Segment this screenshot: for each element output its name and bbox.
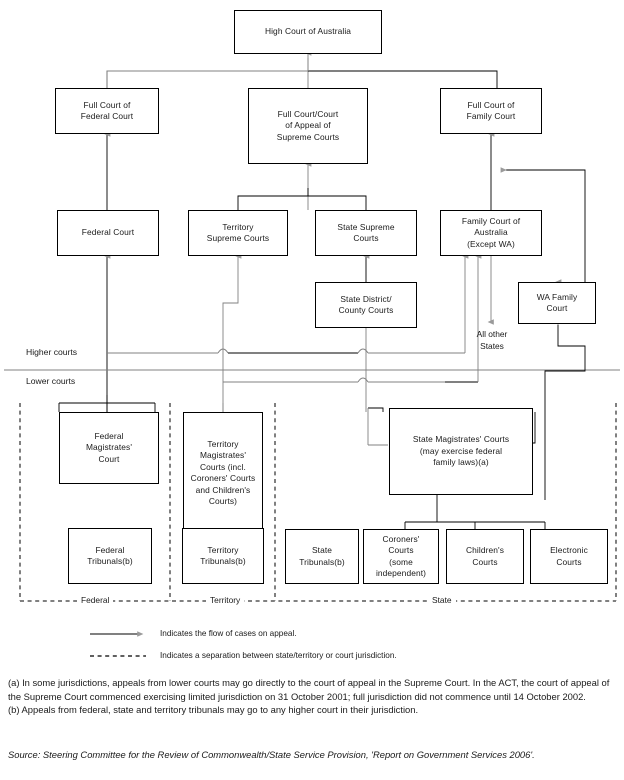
legend-flow-text: Indicates the flow of cases on appeal. [160,629,297,638]
footnotes: (a) In some jurisdictions, appeals from … [8,676,620,717]
jurisdiction-territory-text: Territory [210,595,241,605]
hop-higher-state [357,348,369,354]
box-label: State Tribunals(b) [299,545,345,567]
arrow-territorymag-to-territorysupreme [222,253,242,412]
box-federal-magistrates-court[interactable]: Federal Magistrates' Court [59,412,159,484]
footnote-a: (a) In some jurisdictions, appeals from … [8,677,610,702]
box-childrens-courts[interactable]: Children's Courts [446,529,524,584]
box-state-district-county-courts[interactable]: State District/ County Courts [315,282,417,328]
box-full-court-family[interactable]: Full Court of Family Court [440,88,542,134]
box-territory-supreme-courts[interactable]: Territory Supreme Courts [188,210,288,256]
jurisdiction-label-federal: Federal [77,595,114,605]
box-label: Federal Magistrates' Court [85,430,133,464]
box-electronic-courts[interactable]: Electronic Courts [530,529,608,584]
jurisdiction-label-territory: Territory [206,595,245,605]
box-federal-court[interactable]: Federal Court [57,210,159,256]
all-other-states-line1: All other [476,329,508,339]
box-label: Federal Tribunals(b) [87,544,133,567]
box-label: Federal Court [81,227,135,238]
source-note: Source: Steering Committee for the Revie… [8,748,620,762]
legend-item-separator: Indicates a separation between state/ter… [160,651,397,660]
jurisdiction-label-state: State [428,595,456,605]
box-label: Territory Magistrates' Courts (incl. Cor… [190,438,256,507]
footnote-b: (b) Appeals from federal, state and terr… [8,704,419,716]
jurisdiction-state-text: State [432,595,452,605]
box-territory-magistrates-courts[interactable]: Territory Magistrates' Courts (incl. Cor… [183,412,263,534]
lower-courts-text: Lower courts [26,376,76,386]
jurisdiction-federal-text: Federal [81,595,110,605]
box-label: High Court of Australia [264,26,352,37]
box-label: Territory Tribunals(b) [200,544,246,567]
box-label: Coroners' Courts (some independent) [375,533,427,579]
box-coroners-courts[interactable]: Coroners' Courts (some independent) [363,529,439,584]
box-wa-family-court[interactable]: WA Family Court [518,282,596,324]
box-label: Electronic Courts [550,545,588,567]
arrow-wafamily-to-fullcourtfamily [500,167,586,282]
box-label: State Magistrates' Courts (may exercise … [412,434,510,468]
box-label: State District/ County Courts [338,293,394,316]
label-higher-courts: Higher courts [26,347,77,357]
box-family-court-australia[interactable]: Family Court of Australia (Except WA) [440,210,542,256]
riser-wa-family-a [544,325,586,500]
higher-courts-text: Higher courts [26,347,78,357]
box-label: Full Court of Federal Court [80,99,134,122]
label-all-other-states: All other States [462,329,522,352]
box-state-magistrates-courts[interactable]: State Magistrates' Courts (may exercise … [389,408,533,495]
all-other-states-line2: States [480,340,504,351]
box-federal-tribunals[interactable]: Federal Tribunals(b) [68,528,152,584]
box-territory-tribunals[interactable]: Territory Tribunals(b) [182,528,264,584]
box-full-court-federal[interactable]: Full Court of Federal Court [55,88,159,134]
box-label: Children's Courts [466,545,504,567]
box-label: WA Family Court [536,291,578,314]
label-lower-courts: Lower courts [26,376,75,386]
bus-supremecourts [237,195,367,210]
elbow-statemag-left-a [368,407,384,412]
box-state-supreme-courts[interactable]: State Supreme Courts [315,210,417,256]
box-full-court-supreme[interactable]: Full Court/Court of Appeal of Supreme Co… [248,88,368,164]
box-label: State Supreme Courts [337,221,395,244]
hop-lower-state [357,377,369,383]
box-label: Full Court of Family Court [466,99,516,122]
box-label: Family Court of Australia (Except WA) [461,215,521,249]
bus-fullcourts-grey [106,70,308,88]
legend-item-flow: Indicates the flow of cases on appeal. [160,629,297,638]
bus-fullcourts [106,70,498,88]
box-label: Full Court/Court of Appeal of Supreme Co… [276,108,340,142]
box-state-tribunals[interactable]: State Tribunals(b) [285,529,359,584]
box-label: Territory Supreme Courts [206,221,270,244]
legend-separator-text: Indicates a separation between state/ter… [160,651,397,660]
box-high-court[interactable]: High Court of Australia [234,10,382,54]
source-text: Source: Steering Committee for the Revie… [8,749,535,760]
